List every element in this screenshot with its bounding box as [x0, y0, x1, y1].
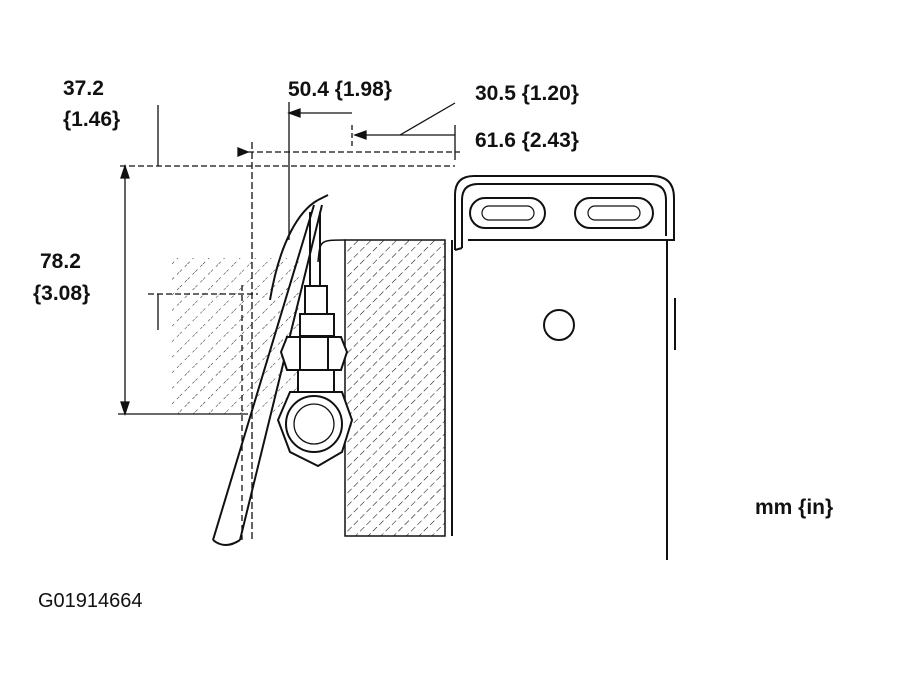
bracket-hole [543, 309, 575, 341]
units-label: mm {in} [755, 496, 833, 519]
dim-50-4: 50.4 {1.98} [288, 78, 392, 101]
dim-78-2-mm: 78.2 [40, 250, 81, 273]
hatched-housing [172, 239, 446, 537]
dim-37-2-in: {1.46} [63, 108, 120, 131]
dim-30-5: 30.5 {1.20} [475, 82, 579, 105]
bracket-slot-right [574, 197, 654, 229]
dim-37-2-mm: 37.2 [63, 77, 104, 100]
dim-61-6: 61.6 {2.43} [475, 129, 579, 152]
mounting-bracket [451, 175, 676, 560]
bracket-slot-left [469, 197, 546, 229]
dimension-labels: 37.2 {1.46} 50.4 {1.98} 30.5 {1.20} 61.6… [33, 77, 833, 519]
dim-78-2-in: {3.08} [33, 282, 90, 305]
sensor-fitting [212, 194, 354, 546]
figure-id: G01914664 [38, 590, 143, 612]
